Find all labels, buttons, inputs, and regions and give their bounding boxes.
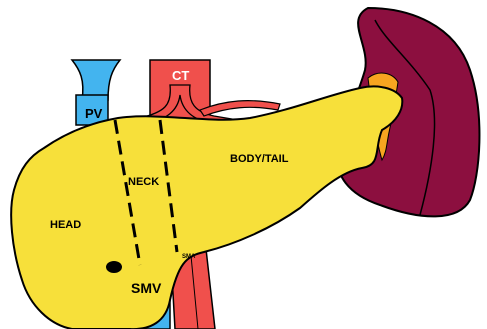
ct-label: CT: [172, 68, 189, 83]
pv-label: PV: [85, 106, 103, 121]
smv-label: SMV: [131, 280, 162, 296]
sma-label: SMA: [182, 254, 196, 260]
portal-vein-smv: [72, 60, 120, 100]
duct-opening: [106, 261, 122, 273]
body-tail-label: BODY/TAIL: [230, 153, 289, 165]
head-label: HEAD: [50, 219, 81, 231]
neck-label: NECK: [128, 176, 159, 188]
